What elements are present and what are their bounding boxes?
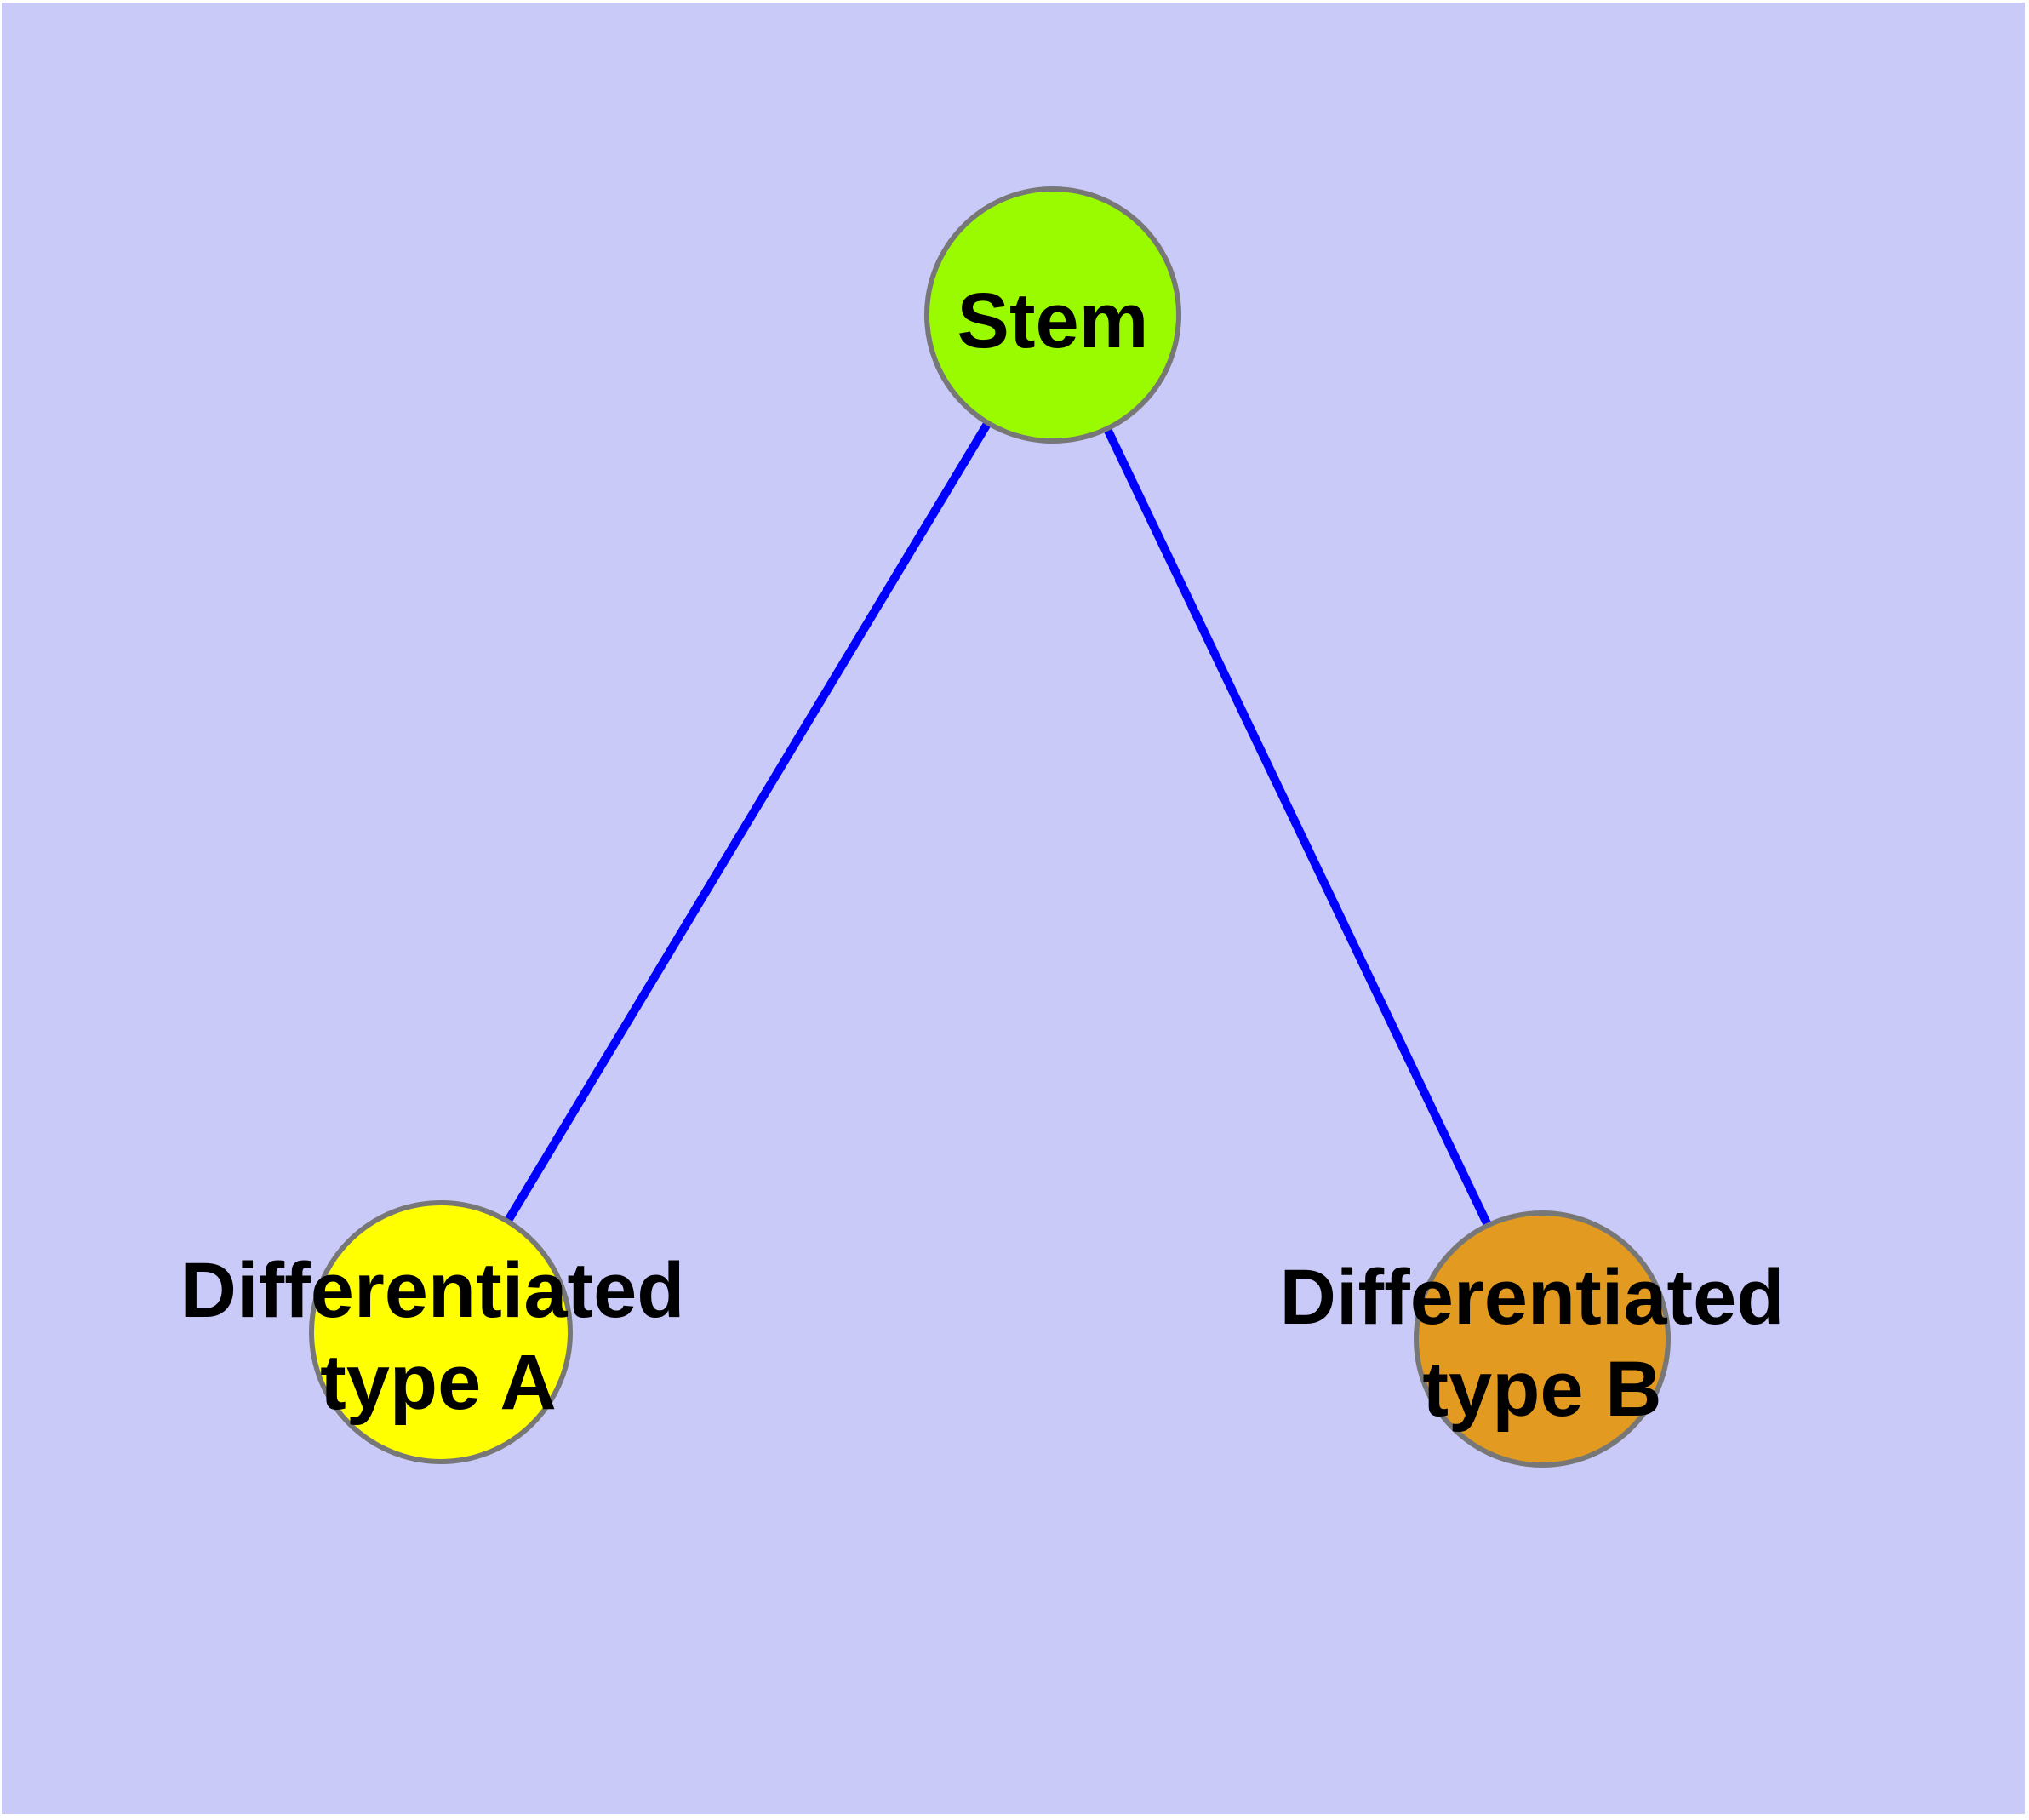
node-differentiated-type-b: Differentiated type B xyxy=(1280,1210,1785,1468)
node-stem: Stem xyxy=(924,186,1181,444)
node-differentiated-type-a-label-line2: type A xyxy=(320,1339,557,1426)
node-differentiated-type-b-circle[interactable] xyxy=(1414,1210,1671,1468)
edge-layer xyxy=(437,312,1546,1342)
node-stem-circle[interactable] xyxy=(924,186,1181,444)
edge-stem-to-type-a xyxy=(437,312,1057,1335)
node-differentiated-type-b-label-line1: Differentiated xyxy=(1280,1254,1785,1341)
edge-stem-to-type-b xyxy=(1049,312,1546,1342)
node-stem-label: Stem xyxy=(957,278,1149,364)
node-differentiated-type-a-label-line1: Differentiated xyxy=(180,1247,685,1334)
node-differentiated-type-a: Differentiated type A xyxy=(180,1200,685,1464)
node-differentiated-type-a-circle[interactable] xyxy=(309,1200,573,1464)
node-differentiated-type-b-label-line2: type B xyxy=(1422,1346,1661,1433)
